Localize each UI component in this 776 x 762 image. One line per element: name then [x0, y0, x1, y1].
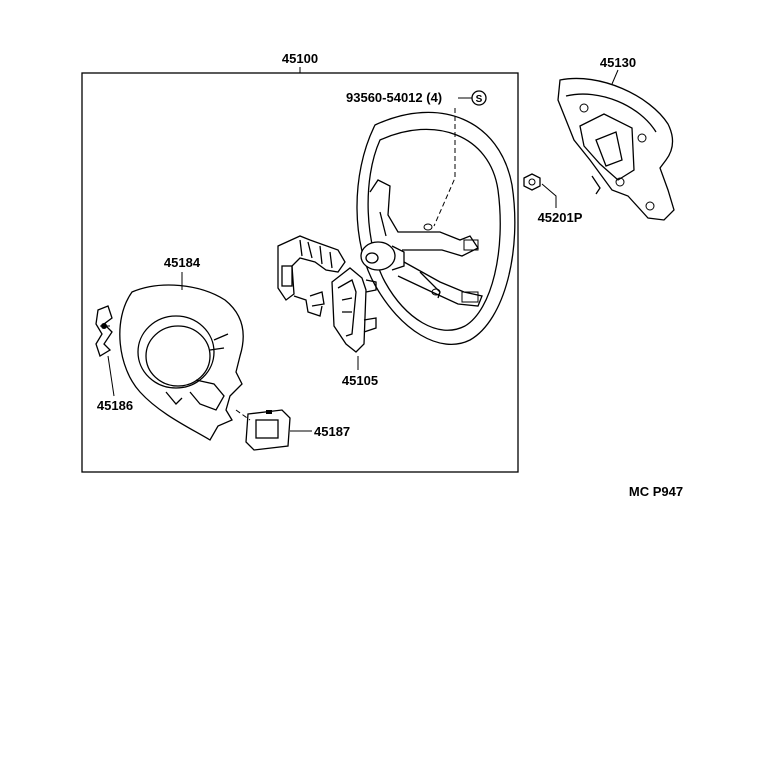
screw-dashed-leader	[433, 108, 456, 227]
screw-part-number: 93560-54012 (4)	[346, 90, 442, 105]
nut-leader	[541, 183, 557, 208]
cover-part-number: 45184	[164, 255, 201, 270]
nut-part-number: 45201P	[538, 210, 583, 225]
screw-symbol-letter: S	[476, 94, 483, 105]
bracket-part-number: 45186	[97, 398, 133, 413]
switch-part-number: 45187	[314, 424, 350, 439]
bracket	[95, 305, 113, 357]
horn-contact-assembly	[277, 235, 377, 353]
bracket-leader	[107, 355, 115, 397]
horn-pad-leader	[611, 69, 619, 85]
nut	[523, 173, 541, 191]
horn-contact-part-number: 45105	[342, 373, 378, 388]
screw-symbol	[471, 90, 487, 106]
figure-code: MC P947	[629, 484, 683, 499]
switch-dashed-leader	[235, 409, 251, 421]
horn-pad-part-number: 45130	[600, 55, 636, 70]
steering-cover	[119, 284, 244, 441]
cruise-switch	[245, 409, 291, 451]
horn-pad	[557, 77, 675, 221]
steering-wheel	[356, 111, 516, 345]
assembly-part-number: 45100	[282, 51, 318, 66]
